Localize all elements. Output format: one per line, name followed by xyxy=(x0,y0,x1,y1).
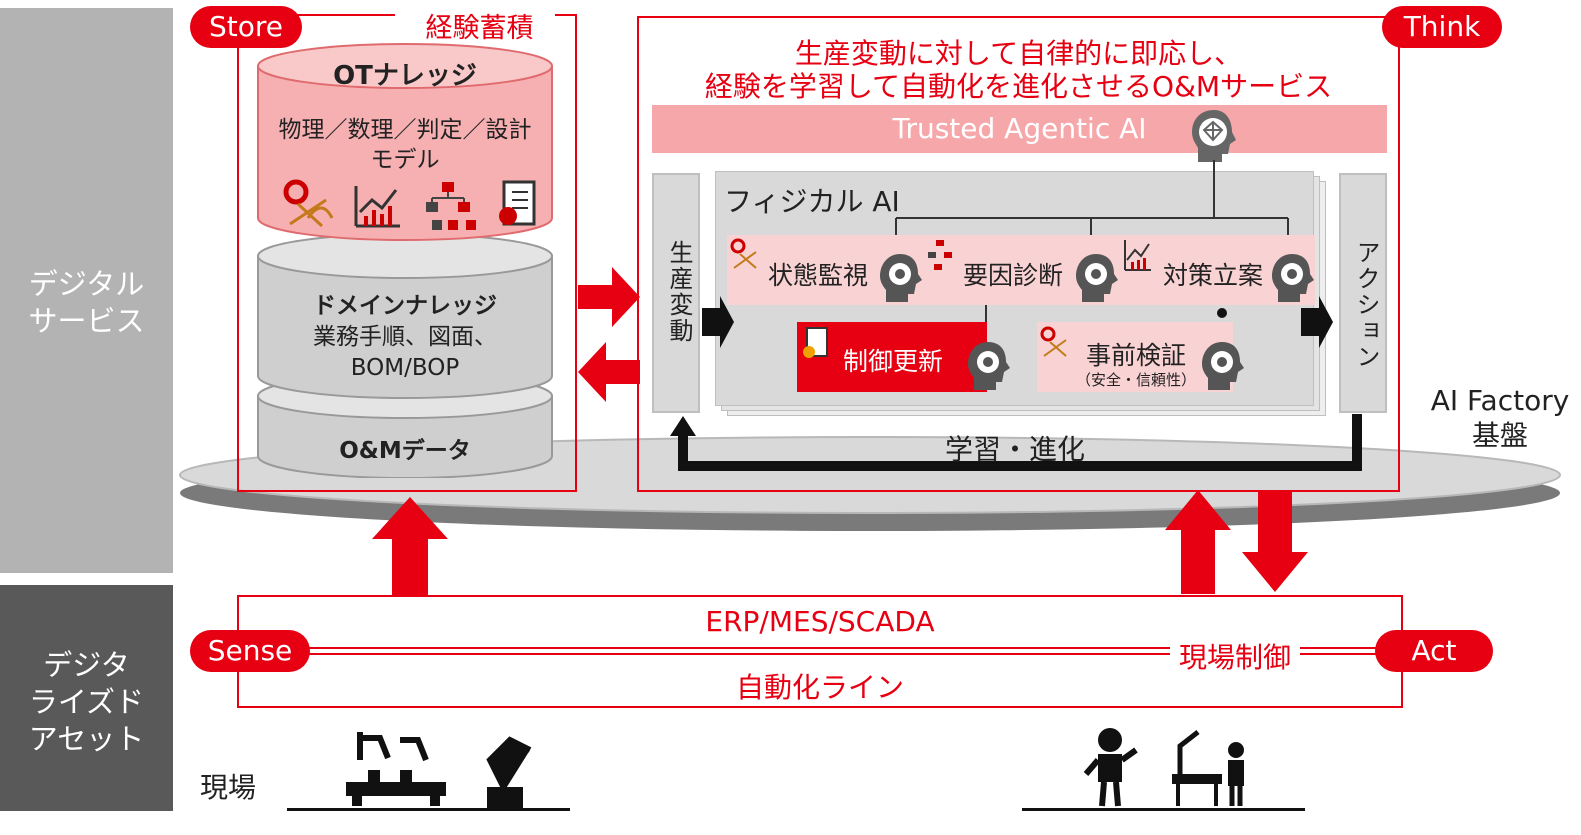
site-label: 現場 xyxy=(200,771,257,804)
production-change-label: 生産変動 xyxy=(665,240,693,344)
trusted-ai-label: Trusted Agentic AI xyxy=(892,112,1147,145)
think-badge: Think xyxy=(1382,6,1502,48)
task-plan-label: 対策立案 xyxy=(1163,261,1264,290)
ot-knowledge-desc: 物理／数理／判定／設計 モデル xyxy=(278,117,532,173)
platform-label: AI Factory 基盤 xyxy=(1430,384,1570,452)
hierarchy-icon xyxy=(426,182,476,230)
task-verify xyxy=(1037,322,1233,392)
task-diagnose-label: 要因診断 xyxy=(963,261,1064,290)
agent-head-icon xyxy=(968,342,1010,390)
humanoid-robot-worker-icon xyxy=(1083,728,1244,807)
diagnose-icon xyxy=(928,240,952,270)
site-control-label: 現場制御 xyxy=(1178,641,1291,674)
digital-service-label: デジタル サービス xyxy=(28,267,145,338)
task-control xyxy=(797,322,987,392)
plan-chart-icon xyxy=(1124,240,1151,271)
store-title: 経験蓄積 xyxy=(425,13,534,44)
learning-loop-label: 学習・進化 xyxy=(944,433,1085,466)
site-floor-right xyxy=(1022,808,1305,811)
think-headline-1: 生産変動に対して自律的に即応し、 xyxy=(794,37,1243,70)
task-verify-sub: （安全・信頼性） xyxy=(1076,371,1197,389)
agent-head-icon xyxy=(880,254,922,302)
digitized-asset-band: デジタ ライズド アセット xyxy=(0,585,173,811)
site-floor-left xyxy=(287,808,570,811)
ai-brain-head-icon xyxy=(1192,110,1236,162)
physics-model-icon xyxy=(283,179,334,228)
think-headline-2: 経験を学習して自動化を進化させるO&Mサービス xyxy=(704,70,1333,103)
robot-arm-line-icon xyxy=(346,732,532,808)
trusted-ai-bar xyxy=(652,105,1387,153)
store-badge: Store xyxy=(190,6,302,48)
sense-to-store-arrow xyxy=(372,497,448,597)
automation-line-label: 自動化ライン xyxy=(735,671,904,704)
input-arrow xyxy=(702,296,734,348)
action-label: アクション xyxy=(1352,240,1380,370)
output-arrow xyxy=(1301,296,1333,348)
action-column xyxy=(1339,173,1387,413)
learning-loop-arrow xyxy=(678,414,1362,471)
ot-model-icons xyxy=(283,179,536,230)
agent-head-icon xyxy=(1202,342,1244,390)
domain-knowledge-title: ドメインナレッジ xyxy=(313,293,497,319)
digitized-asset-label: デジタ ライズド アセット xyxy=(28,648,145,756)
ot-knowledge-title: OTナレッジ xyxy=(333,61,477,91)
think-to-act-arrow xyxy=(1242,490,1308,592)
production-change-column xyxy=(652,173,700,413)
digital-service-band: デジタル サービス xyxy=(0,8,173,573)
design-document-icon xyxy=(499,180,536,226)
act-badge: Act xyxy=(1375,630,1493,672)
control-doc-icon xyxy=(803,327,828,358)
task-monitor-label: 状態監視 xyxy=(768,261,869,290)
physical-ai-title: フィジカル AI xyxy=(724,185,900,218)
analytics-chart-icon xyxy=(354,186,400,228)
domain-knowledge-desc: 業務手順、図面、 BOM/BOP xyxy=(313,324,497,381)
to-store-arrow xyxy=(578,342,640,402)
sense-act-channel xyxy=(290,647,1400,655)
sense-badge: Sense xyxy=(190,630,310,672)
task-control-label: 制御更新 xyxy=(843,347,944,376)
om-data-label: O&Mデータ xyxy=(339,438,471,464)
monitor-icon xyxy=(730,238,757,269)
task-verify-label: 事前検証 xyxy=(1086,341,1187,370)
to-think-arrow xyxy=(578,267,640,327)
verify-icon xyxy=(1040,326,1067,357)
store-think-arrows xyxy=(578,267,640,402)
database-stack xyxy=(257,43,553,478)
erp-mes-scada-label: ERP/MES/SCADA xyxy=(705,605,935,638)
agent-head-icon xyxy=(1076,254,1118,302)
sense-to-think-arrow xyxy=(1165,490,1231,594)
agent-head-icon xyxy=(1272,254,1314,302)
think-frame xyxy=(637,16,1400,492)
